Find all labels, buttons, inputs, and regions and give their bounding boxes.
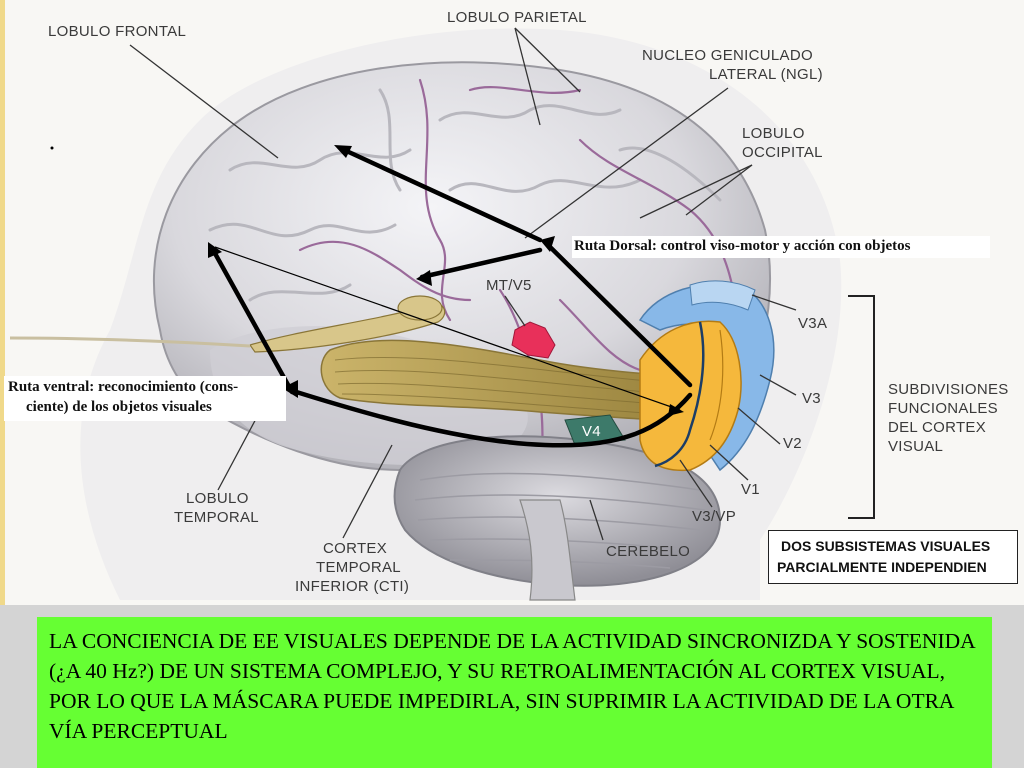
label-ngl-line2: LATERAL (NGL) — [709, 66, 823, 83]
optic-radiation-fibers — [334, 356, 661, 415]
label-cerebelo: CEREBELO — [606, 543, 691, 560]
label-v4: V4 — [582, 423, 601, 440]
label-temporal-line2: TEMPORAL — [174, 509, 259, 526]
brain-illustration — [0, 0, 1024, 605]
label-subdiv-line2: FUNCIONALES — [888, 400, 998, 417]
label-v3a: V3A — [798, 315, 828, 332]
subdivisions-bracket — [848, 295, 875, 519]
label-v3: V3 — [802, 390, 821, 407]
label-cti-line1: CORTEX — [323, 540, 388, 557]
arrowheads — [208, 145, 684, 416]
label-cti-line2: TEMPORAL — [316, 559, 401, 576]
label-lobulo-frontal: LOBULO FRONTAL — [48, 23, 187, 40]
optic-nerve — [249, 303, 446, 353]
label-v3vp: V3/VP — [692, 508, 737, 525]
label-subdiv-line3: DEL CORTEX — [888, 419, 987, 436]
two-subsystems-line2: PARCIALMENTE INDEPENDIEN — [777, 559, 987, 575]
dorsal-arrow-from-occipital — [542, 239, 693, 388]
label-occipital-line2: OCCIPITAL — [742, 144, 823, 161]
ventral-route-line1: Ruta ventral: reconocimiento (cons- — [8, 379, 239, 395]
optic-nerve-extension — [9, 336, 251, 348]
dorsal-route-caption: Ruta Dorsal: control viso-motor y acción… — [572, 236, 990, 258]
label-subdiv-line1: SUBDIVISIONES — [888, 381, 1009, 398]
two-subsystems-box: DOS SUBSISTEMAS VISUALES PARCIALMENTE IN… — [768, 530, 1018, 584]
dorsal-arrow-to-parietal — [419, 247, 543, 280]
label-temporal-line1: LOBULO — [186, 490, 249, 507]
thin-arrow — [214, 246, 681, 411]
label-v2: V2 — [783, 435, 802, 452]
label-v1: V1 — [741, 481, 760, 498]
stray-dot — [50, 146, 54, 150]
label-subdiv-line4: VISUAL — [888, 438, 944, 455]
leader-lines — [129, 27, 797, 541]
ventral-route-line2: ciente) de los objetos visuales — [26, 399, 212, 415]
area-v3a — [689, 280, 756, 311]
conclusion-note: LA CONCIENCIA DE EE VISUALES DEPENDE DE … — [37, 617, 992, 768]
dorsal-arrow-to-frontal — [337, 145, 543, 243]
label-ngl-line1: NUCLEO GENICULADO — [642, 47, 813, 64]
calcarine-sulcus — [654, 321, 705, 468]
area-v4 — [564, 414, 626, 446]
label-lobulo-parietal: LOBULO PARIETAL — [447, 9, 587, 26]
ventral-route-caption: Ruta ventral: reconocimiento (cons- cien… — [4, 376, 286, 421]
v1-v2-border — [709, 329, 724, 441]
label-occipital-line1: LOBULO — [742, 125, 805, 142]
label-mt-v5: MT/V5 — [486, 277, 532, 294]
brainstem — [519, 499, 576, 601]
optic-radiation — [320, 339, 661, 421]
area-mt-v5 — [511, 321, 556, 359]
ventral-arrow-up — [209, 245, 295, 395]
two-subsystems-line1: DOS SUBSISTEMAS VISUALES — [781, 538, 991, 554]
left-border-strip — [0, 0, 5, 605]
ventral-arrow-curve — [287, 387, 693, 448]
ngl-body — [397, 295, 443, 321]
label-cti-line3: INFERIOR (CTI) — [295, 578, 410, 595]
pathway-arrows — [209, 145, 693, 448]
